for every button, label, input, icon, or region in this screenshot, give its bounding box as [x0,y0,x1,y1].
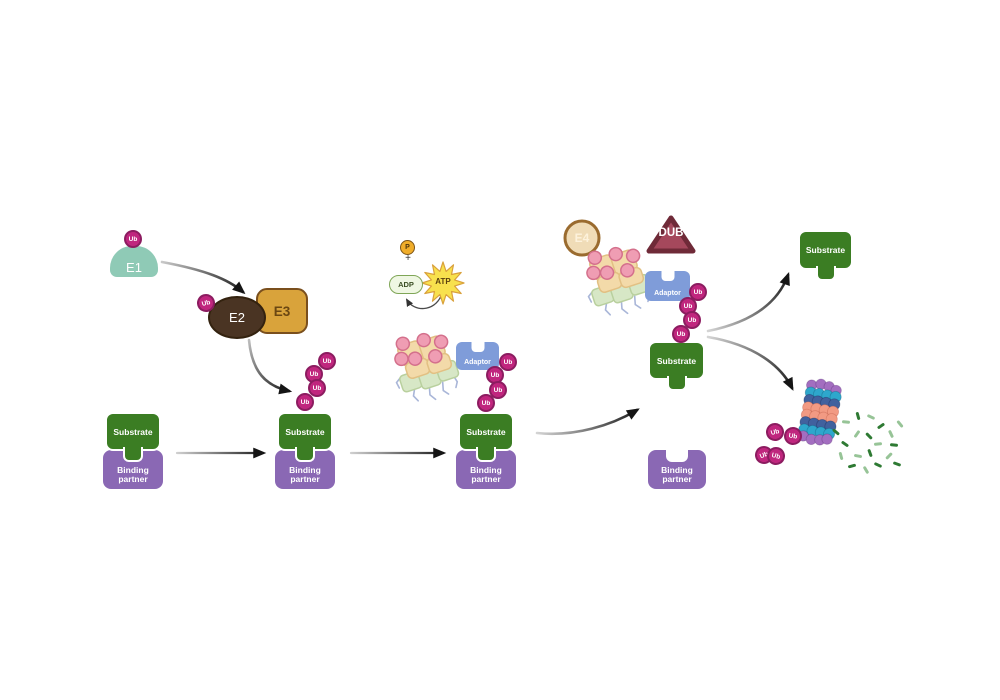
substrate-label: Substrate [285,426,325,437]
substrate-label: Substrate [805,245,846,255]
e1-enzyme: E1 [110,246,158,277]
adp-label: ADP [398,280,414,289]
e4-enzyme-icon [563,219,601,257]
ubiquitin-label: Ub [200,298,212,308]
e2-enzyme: E2 [208,296,266,339]
substrate-tab [123,447,143,462]
substrate-label: Substrate [466,426,506,437]
ubiquitin-label: Ub [503,358,513,366]
ubiquitin-icon: Ub [672,325,690,343]
proteasome-icon [797,378,842,446]
substrate-label: Substrate [656,355,697,366]
substrate-tab [815,266,836,281]
binding-partner-notch [666,450,688,462]
binding-partner-label: Binding partner [470,464,502,485]
ubiquitin-label: Ub [687,316,697,324]
e4-label: E4 [574,231,590,245]
substrate-tab [666,376,687,391]
ubiquitin-label: Ub [493,386,503,394]
ubiquitin-icon: Ub [489,381,507,399]
substrate-label: Substrate [113,426,153,437]
dub-enzyme-icon [646,215,696,254]
ubiquitin-icon: Ub [124,230,142,248]
substrate-tab [476,447,496,462]
ubiquitin-label: Ub [300,398,310,406]
adaptor-notch [661,271,674,281]
phosphate-label: P [405,244,410,251]
substrate-tab [295,447,315,462]
substrate: Substrate [277,412,333,462]
e3-label: E3 [273,303,291,319]
binding-partner-label: Binding partner [289,464,321,485]
adaptor-notch [471,342,484,352]
ubiquitin-icon: Ub [308,379,326,397]
dub-label: DUB [658,227,684,239]
ubiquitin-icon: Ub [318,352,336,370]
binding-partner: Binding partner [648,450,706,489]
ubiquitin-icon: Ub [477,394,495,412]
ubiquitin-label: Ub [312,384,322,392]
ubiquitin-label: Ub [693,288,703,296]
degraded-peptide-fragments-icon [832,412,904,474]
ubiquitin-label: Ub [322,357,332,365]
plus-sign: + [405,253,411,264]
ubiquitin-label: Ub [309,370,319,378]
adp-molecule: ADP [389,275,423,294]
binding-partner: Binding partner [456,450,516,489]
arrow-e1-to-e2 [160,260,246,295]
ubiquitin-label: Ub [770,451,782,461]
binding-partner-label: Binding partner [661,464,693,485]
arrow-to-recycled-substrate [706,271,790,333]
atp-label: ATP [435,277,451,286]
substrate-recycled: Substrate [798,230,853,281]
arrow-to-proteasome [706,335,794,391]
substrate: Substrate [648,341,705,391]
ubiquitin-icon: Ub [296,393,314,411]
adaptor-label: Adaptor [654,290,681,297]
ubiquitin-label: Ub [490,371,500,379]
ubiquitin-label: Ub [481,399,491,407]
ubiquitin-label: Ub [788,431,798,441]
ubiquitin-icon: Ub [499,353,517,371]
arrow-e2-to-substrate [247,338,293,395]
ubiquitin-label: Ub [676,330,686,338]
ubiquitin-label: Ub [769,427,781,437]
e2-label: E2 [229,310,245,325]
arrow-atp-to-adp [405,295,442,310]
binding-partner-label: Binding partner [117,464,149,485]
ubiquitin-icon: Ub [683,311,701,329]
adaptor-label: Adaptor [464,359,491,366]
substrate: Substrate [458,412,514,462]
ubiquitin-label: Ub [128,235,138,243]
unfoldase-complex-icon [382,323,465,411]
e1-label: E1 [126,260,142,275]
adaptor: Adaptor [456,342,499,370]
ubiquitin-label: Ub [683,302,693,310]
arrow-stage3-to-stage4 [535,408,640,436]
ubiquitin-icon: Ub [689,283,707,301]
substrate: Substrate [105,412,161,462]
phosphate-icon: P [400,240,415,255]
adaptor: Adaptor [645,271,690,301]
